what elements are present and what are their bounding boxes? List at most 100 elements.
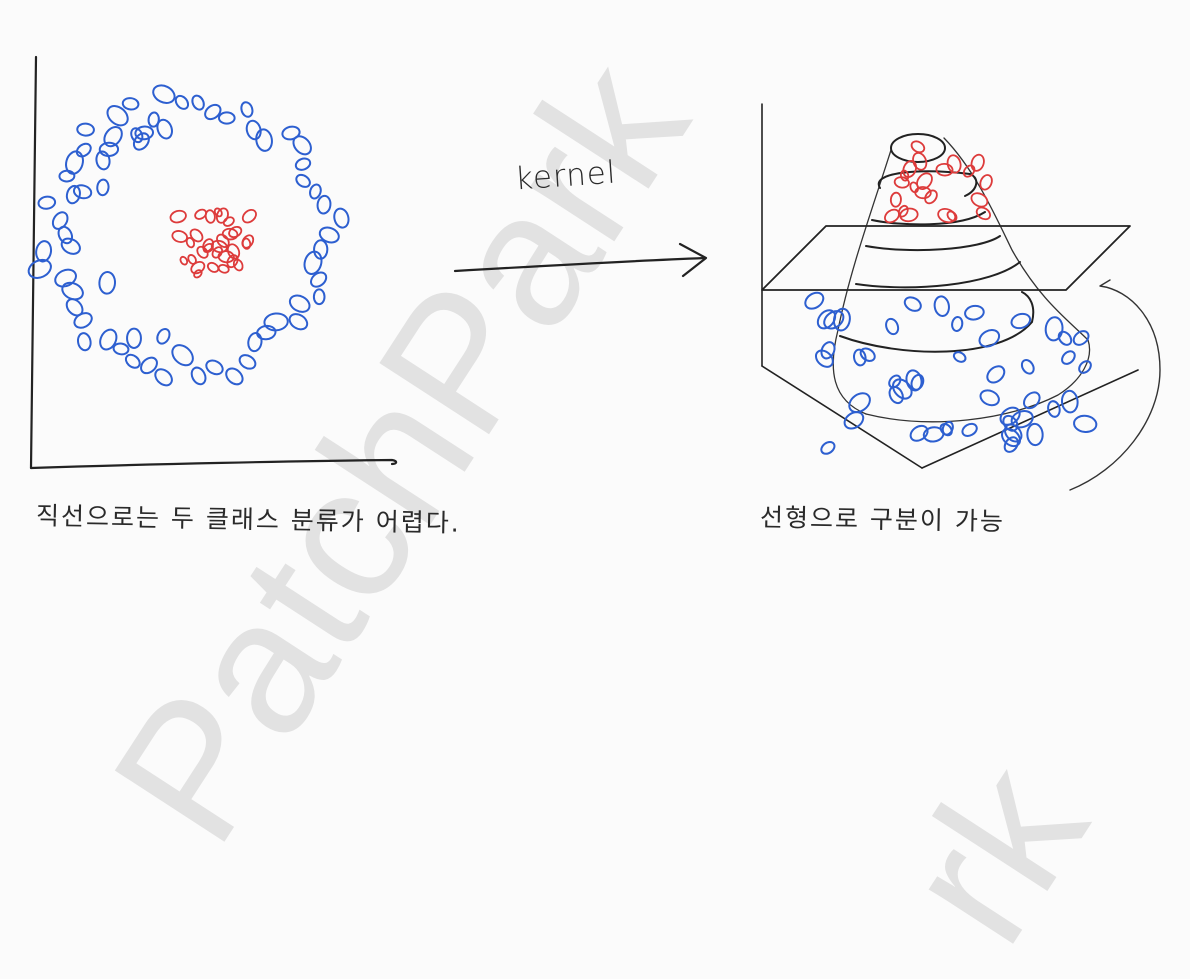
outer-class-point: [126, 327, 142, 349]
outer-class-point: [263, 312, 289, 332]
outer-class-point: [1003, 436, 1019, 453]
outer-class-point: [843, 411, 865, 430]
outer-class-point: [238, 354, 257, 370]
inner-class-point: [193, 269, 203, 279]
outer-class-point: [73, 312, 93, 329]
inner-class-point: [889, 191, 902, 208]
inner-class-point: [970, 192, 989, 208]
outer-class-point: [1061, 350, 1076, 365]
inner-class-point: [189, 228, 204, 243]
outer-class-point: [156, 118, 173, 140]
outer-class-point: [112, 342, 130, 356]
inner-class-point: [970, 153, 985, 172]
right-caption: 선형으로 구분이 가능: [759, 502, 1006, 537]
inner-class-point: [935, 162, 954, 177]
outer-class-point: [820, 441, 836, 455]
outer-class-point: [99, 328, 118, 351]
outer-class-point: [318, 226, 340, 244]
outer-class-point: [1010, 410, 1034, 429]
inner-class-point: [241, 208, 257, 224]
outer-class-point: [823, 310, 845, 330]
inner-class-point: [194, 208, 207, 220]
outer-class-point: [204, 103, 222, 121]
outer-class-point: [255, 128, 273, 152]
outer-class-point: [134, 125, 155, 141]
outer-class-point: [294, 157, 312, 171]
cone-ring-3: [871, 211, 986, 226]
inner-class-point: [902, 160, 917, 178]
outer-class-point: [292, 135, 312, 156]
outer-class-point: [103, 125, 123, 148]
inner-class-point: [909, 181, 919, 194]
outer-class-point: [1060, 389, 1079, 414]
outer-class-point: [316, 194, 332, 215]
outer-class-point: [903, 296, 922, 312]
outer-class-point: [51, 211, 69, 230]
left-caption: 직선으로는 두 클래스 분류가 어렵다.: [35, 501, 461, 538]
outer-class-point: [37, 195, 57, 210]
outer-class-point: [57, 225, 74, 245]
outer-class-point: [217, 111, 236, 125]
inner-class-point: [221, 227, 239, 241]
kernel-arrow-head: [678, 242, 708, 278]
inner-class-point: [962, 164, 976, 178]
inner-class-point: [232, 258, 244, 272]
outer-class-point: [60, 237, 81, 255]
inner-class-point: [937, 207, 957, 224]
inner-class-point: [169, 209, 187, 224]
inner-class-point: [924, 189, 938, 205]
outer-class-point: [961, 422, 978, 437]
cone-right-edge: [943, 137, 1089, 341]
right-3d-axes: [761, 103, 1139, 469]
inner-class-point: [910, 140, 926, 154]
outer-class-point: [303, 250, 323, 275]
inner-class-point: [196, 245, 209, 259]
sketch-canvas: [27, 55, 1161, 491]
outer-class-point: [892, 378, 913, 400]
outer-class-point: [1057, 330, 1073, 346]
outer-class-point: [205, 359, 224, 376]
outer-class-point: [952, 351, 967, 363]
outer-class-point: [191, 94, 205, 111]
outer-class-point: [95, 150, 111, 171]
left-outer-class-points: [27, 84, 350, 387]
outer-class-point: [65, 150, 84, 175]
inner-class-point: [179, 255, 189, 266]
inner-class-point: [210, 239, 228, 254]
outer-class-point: [1047, 400, 1061, 418]
outer-class-point: [65, 184, 81, 205]
outer-class-point: [174, 94, 190, 110]
watermark-text-secondary: rk: [862, 728, 1127, 978]
outer-class-point: [288, 313, 309, 331]
outer-class-point: [190, 366, 207, 386]
outer-class-point: [288, 294, 311, 313]
kernel-label: kernel: [513, 154, 618, 198]
inner-class-point: [215, 207, 229, 224]
outer-class-point: [1078, 360, 1092, 374]
outer-class-point: [933, 295, 950, 317]
outer-class-point: [27, 258, 52, 279]
outer-class-point: [35, 240, 53, 263]
inner-class-point: [206, 261, 220, 273]
inner-class-point: [241, 234, 255, 249]
outer-class-point: [1020, 359, 1035, 375]
outer-class-point: [1073, 414, 1098, 433]
inner-class-point: [171, 230, 188, 243]
inner-class-point: [226, 254, 239, 269]
inner-class-point: [979, 174, 993, 191]
outer-class-point: [76, 332, 92, 352]
left-inner-class-points: [169, 207, 257, 279]
right-inner-class-points: [884, 140, 993, 224]
outer-class-point: [72, 184, 93, 200]
inner-class-point: [226, 243, 241, 260]
cone-surface: [832, 137, 1091, 423]
inner-class-point: [884, 208, 900, 224]
plane-pointer-arrow: [1069, 279, 1161, 491]
inner-class-point: [899, 169, 910, 182]
right-x-axis: [761, 365, 923, 469]
inner-class-point: [975, 206, 991, 221]
outer-class-point: [106, 105, 129, 127]
outer-class-point: [1010, 312, 1032, 330]
outer-class-point: [909, 424, 929, 442]
outer-class-point: [124, 353, 141, 369]
